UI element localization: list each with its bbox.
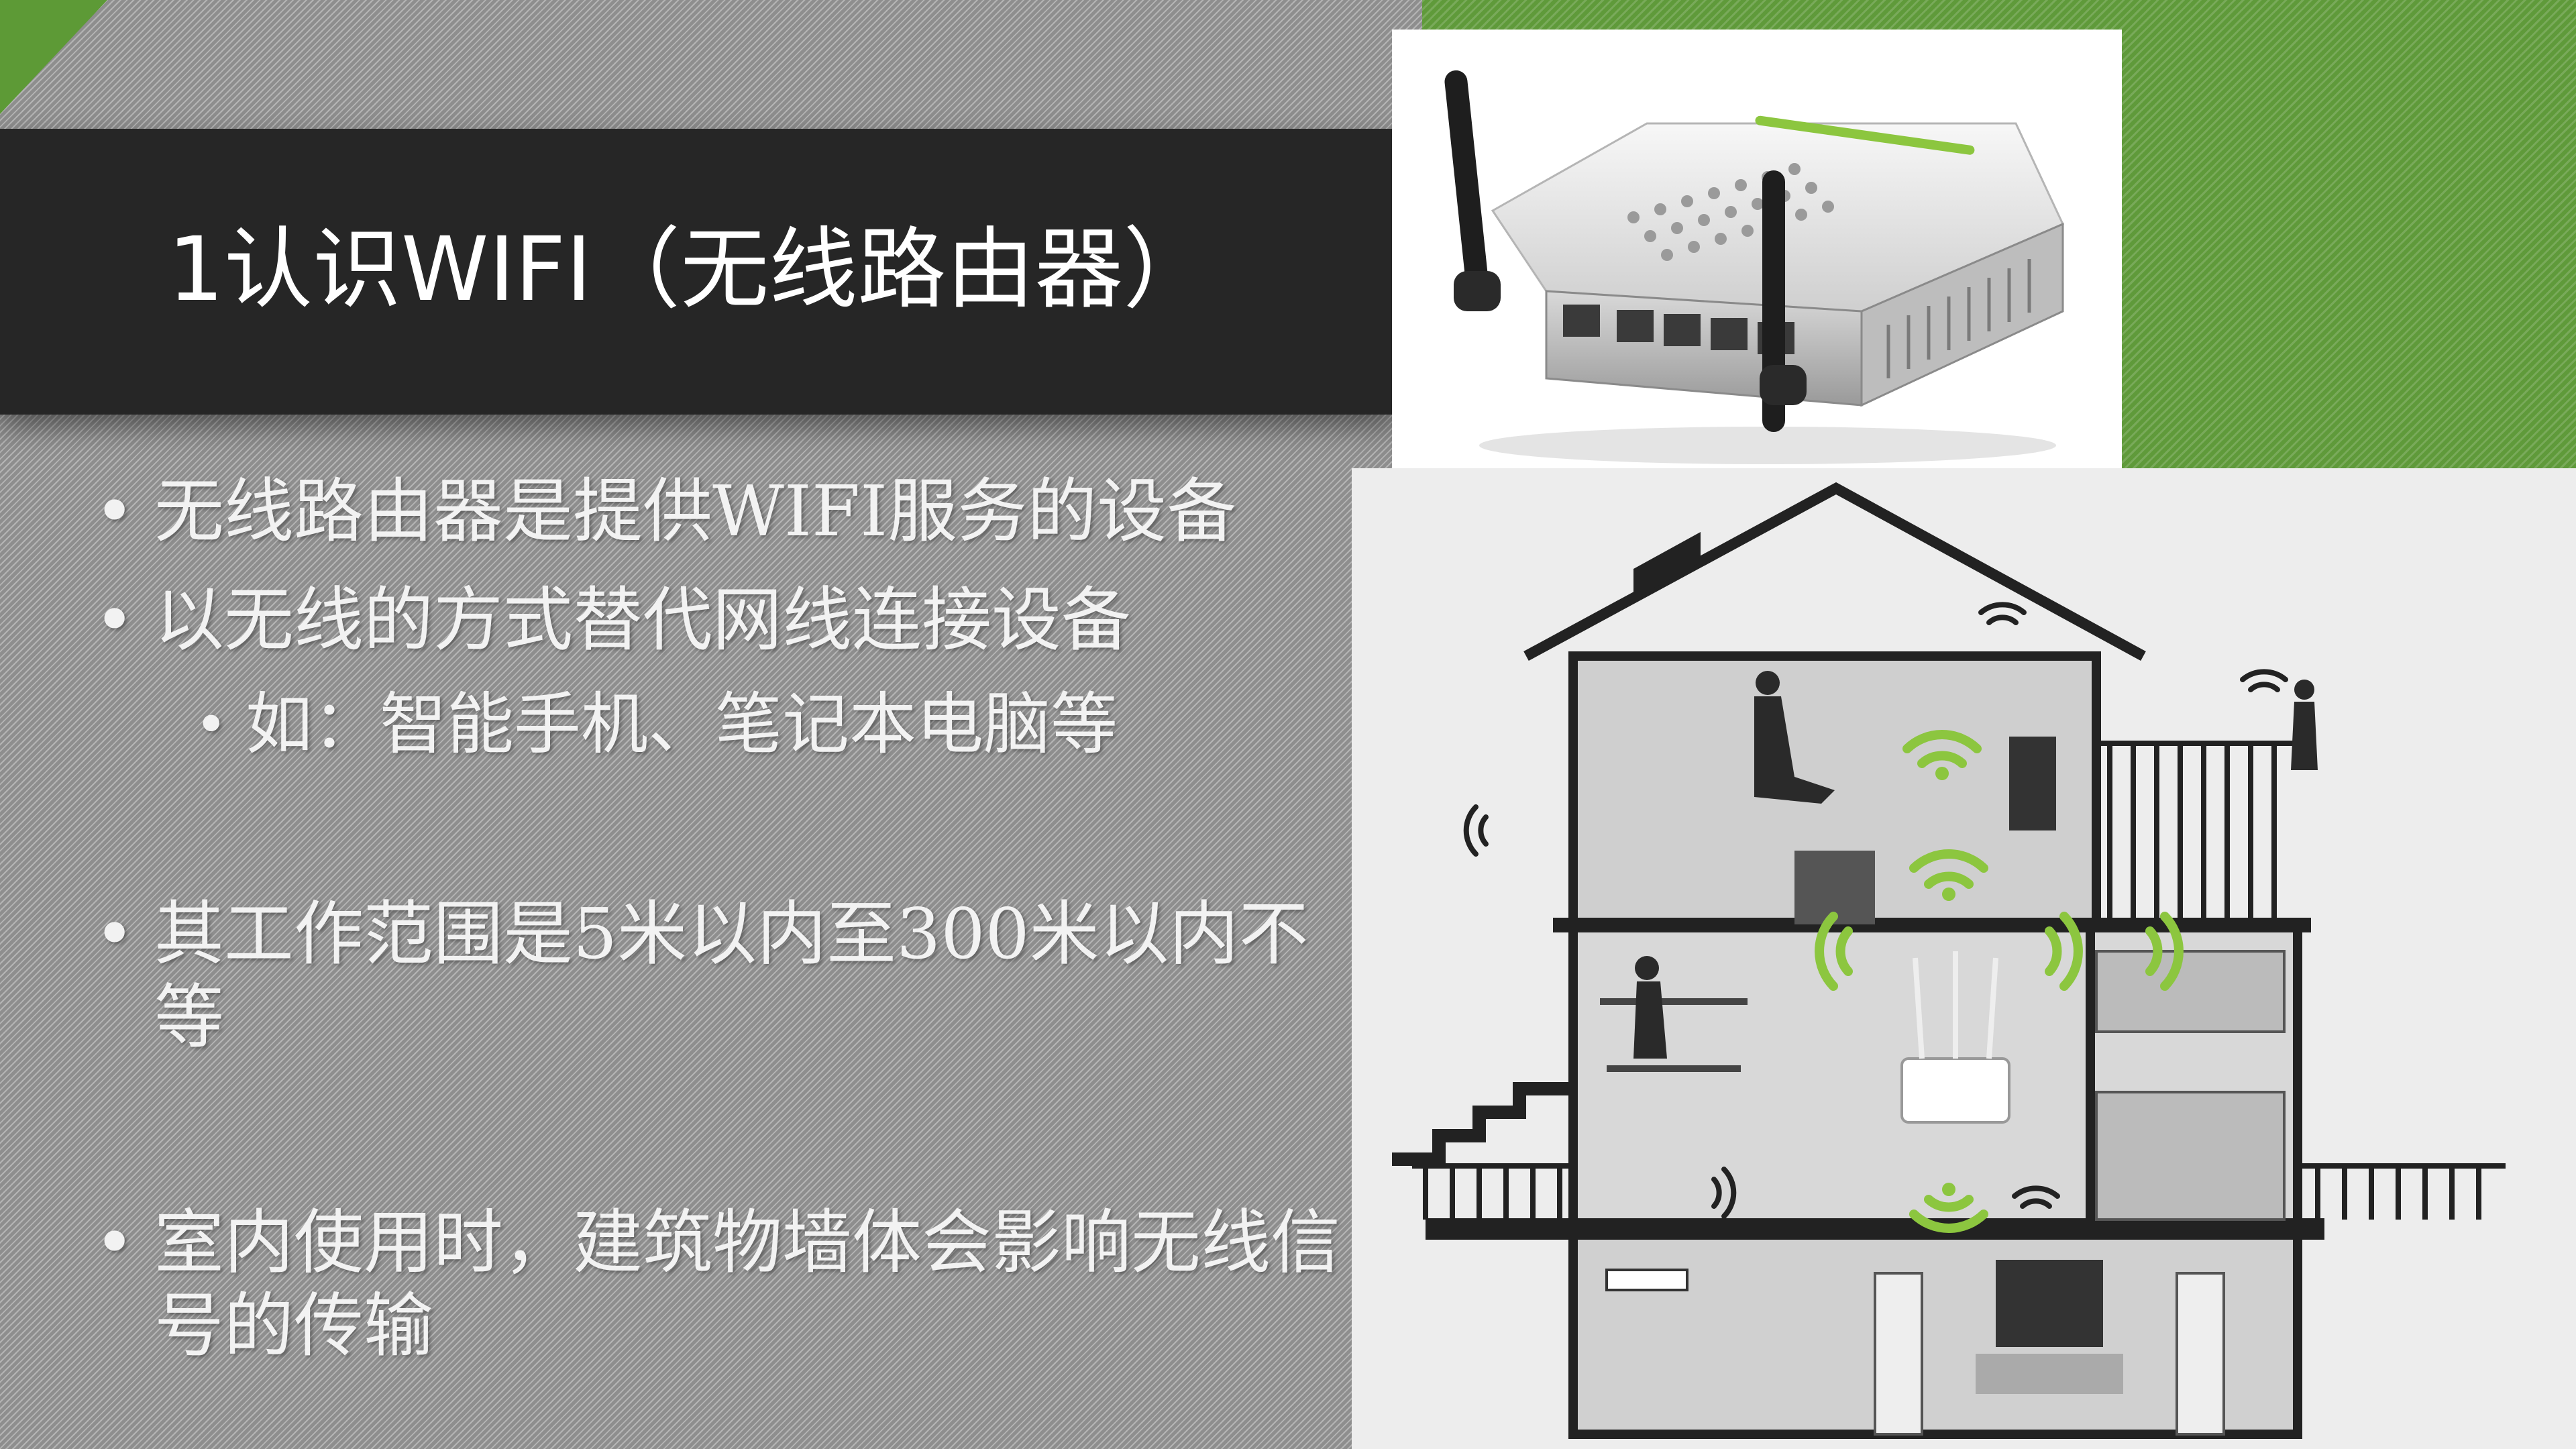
router-photo <box>1392 30 2122 468</box>
bullet-text: 无线路由器是提供WIFI服务的设备 <box>154 470 1237 552</box>
sub-bullet-item-examples: • 如：智能手机、笔记本电脑等 <box>195 683 1335 766</box>
wifi-signal-icon <box>1815 730 2184 1233</box>
router-icon <box>1900 1057 2010 1124</box>
router-icon <box>1444 70 2065 464</box>
bullet-dot: • <box>94 1201 136 1283</box>
bullet-dot: • <box>195 692 228 757</box>
bullet-item-wireless-replacement: • 以无线的方式替代网线连接设备 <box>94 578 1348 661</box>
bullet-item-router-definition: • 无线路由器是提供WIFI服务的设备 <box>94 470 1348 553</box>
slide-title: 1认识WIFI（无线路由器） <box>168 218 1212 321</box>
bullet-dot: • <box>94 893 136 975</box>
bullet-text: 如：智能手机、笔记本电脑等 <box>246 685 1118 763</box>
house-cross-section <box>1392 482 2506 1439</box>
bullet-item-wall-interference: • 室内使用时，建筑物墙体会影响无线信号的传输 <box>94 1201 1348 1367</box>
title-bar: 1认识WIFI（无线路由器） <box>0 129 1395 415</box>
bullet-dot: • <box>94 470 136 552</box>
bullet-text: 以无线的方式替代网线连接设备 <box>154 579 1132 661</box>
bullet-text: 其工作范围是5米以内至300米以内不等 <box>154 893 1309 1058</box>
house-wifi-illustration <box>1352 468 2576 1449</box>
bullet-text: 室内使用时，建筑物墙体会影响无线信号的传输 <box>154 1201 1341 1366</box>
bullet-item-working-range: • 其工作范围是5米以内至300米以内不等 <box>94 892 1348 1059</box>
bullet-dot: • <box>94 579 136 661</box>
green-corner-accent <box>0 0 107 114</box>
